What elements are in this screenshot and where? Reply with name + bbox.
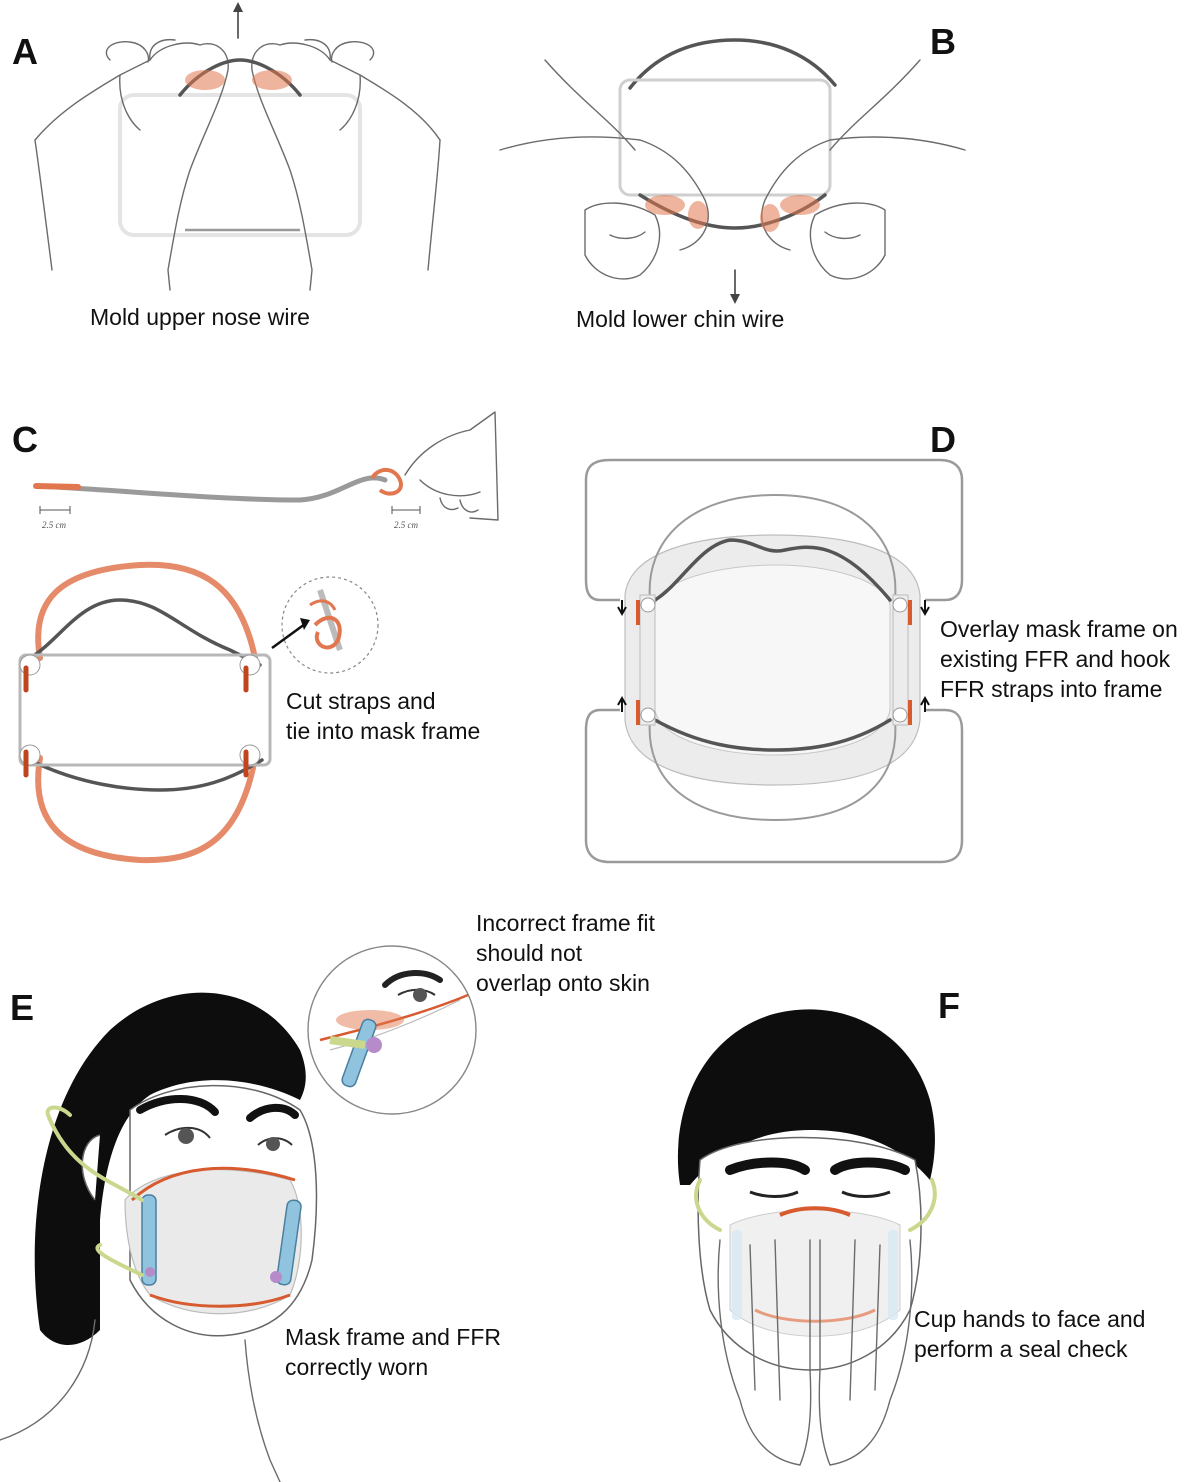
panel-b-illustration xyxy=(499,38,966,304)
panel-a: A Mold upper nose wire xyxy=(0,0,560,360)
panel-f-letter: F xyxy=(938,985,960,1026)
panel-a-caption: Mold upper nose wire xyxy=(90,302,310,332)
panel-e-letter: E xyxy=(10,987,35,1028)
panel-f-caption-line-1: Cup hands to face and xyxy=(914,1306,1146,1332)
panel-a-letter: A xyxy=(12,31,38,72)
panel-e-inset-caption-line-3: overlap onto skin xyxy=(476,970,650,996)
panel-e-inset-caption-line-2: should not xyxy=(476,940,583,966)
panel-f: F Cup hands to face and perform a seal c… xyxy=(640,970,1200,1482)
panel-f-illustration xyxy=(677,1009,937,1466)
panel-d: D Overlay mask frame on existing FFR and… xyxy=(580,400,1200,890)
panel-c-caption-line-2: tie into mask frame xyxy=(286,718,481,744)
panel-d-caption-line-1: Overlay mask frame on xyxy=(940,616,1178,642)
panel-e-caption-line-2: correctly worn xyxy=(285,1354,429,1380)
down-arrow-head-icon xyxy=(730,294,740,304)
panel-e-caption: Mask frame and FFR correctly worn xyxy=(285,1322,501,1382)
panel-d-caption-line-3: FFR straps into frame xyxy=(940,676,1163,702)
panel-f-caption: Cup hands to face and perform a seal che… xyxy=(914,1304,1145,1364)
panel-d-caption-line-2: existing FFR and hook xyxy=(940,646,1171,672)
panel-c-illustration: 2.5 cm 2.5 cm xyxy=(18,411,499,864)
panel-b-caption: Mold lower chin wire xyxy=(576,304,784,334)
panel-c-letter: C xyxy=(12,419,38,460)
panel-e-inset-caption: Incorrect frame fit should not overlap o… xyxy=(476,908,655,998)
left-frame-clip-icon xyxy=(141,1194,157,1286)
panel-b-letter: B xyxy=(930,21,956,62)
panel-d-letter: D xyxy=(930,419,956,460)
panel-a-illustration xyxy=(34,2,441,291)
right-frame-clip-icon xyxy=(276,1199,302,1286)
panel-d-illustration xyxy=(584,458,964,864)
panel-f-caption-line-2: perform a seal check xyxy=(914,1336,1128,1362)
panel-c-caption-line-1: Cut straps and xyxy=(286,688,436,714)
panel-b: B Mold lower chin wire xyxy=(490,0,1200,360)
pointer-arrow-icon xyxy=(271,622,306,650)
panel-a-caption-line: Mold upper nose wire xyxy=(90,304,310,330)
panel-d-caption: Overlay mask frame on existing FFR and h… xyxy=(940,614,1178,704)
scale-label-left: 2.5 cm xyxy=(42,520,66,530)
panel-b-caption-line: Mold lower chin wire xyxy=(576,306,785,332)
panel-e-caption-line-1: Mask frame and FFR xyxy=(285,1324,501,1350)
panel-c-caption: Cut straps and tie into mask frame xyxy=(286,686,480,746)
panel-c: C 2.5 cm 2.5 cm xyxy=(0,400,580,900)
up-arrow-head-icon xyxy=(233,2,243,12)
panel-e-inset-caption-line-1: Incorrect frame fit xyxy=(476,910,655,936)
panel-e: E xyxy=(0,900,680,1482)
scale-label-right: 2.5 cm xyxy=(394,520,418,530)
panel-e-illustration xyxy=(0,945,477,1482)
